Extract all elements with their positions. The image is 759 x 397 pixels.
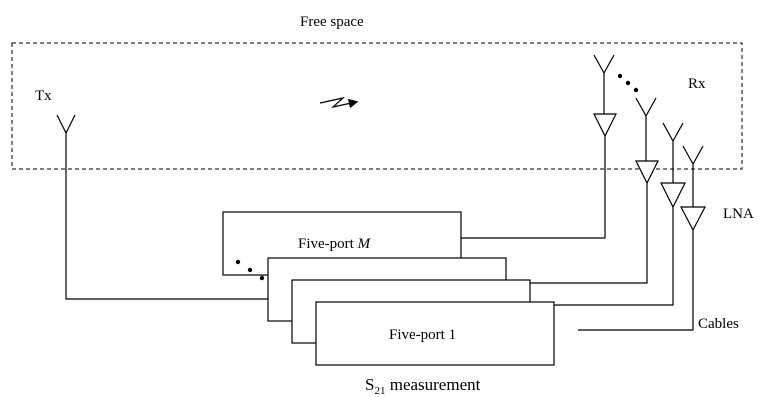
five-port-m-label: Five-port M <box>298 236 372 252</box>
five-port-dots-icon <box>235 259 265 281</box>
s21-measurement-caption: S21 measurement <box>365 375 481 397</box>
rx-chain-m <box>461 54 617 239</box>
five-port-1-label: Five-port 1 <box>389 327 456 343</box>
rx-antenna-2-icon <box>662 122 684 183</box>
tx-label: Tx <box>35 88 52 104</box>
rx-antenna-1-icon <box>682 145 704 207</box>
rx-chain-1 <box>578 145 706 331</box>
cables-label: Cables <box>698 316 739 332</box>
rx-antenna-3-icon <box>635 97 657 161</box>
free-space-label: Free space <box>300 14 364 30</box>
lna-1-amplifier-icon <box>680 206 706 232</box>
lna-label: LNA <box>723 206 754 222</box>
lna-2-amplifier-icon <box>660 182 686 209</box>
lightning-arrow-icon <box>319 96 359 109</box>
rx-chain-2 <box>553 122 686 306</box>
lna-3-amplifier-icon <box>635 160 659 185</box>
rx-label: Rx <box>688 76 706 92</box>
rx-dots-icon <box>617 73 639 93</box>
lna-m-amplifier-icon <box>593 113 617 138</box>
tx-antenna-icon <box>56 114 268 300</box>
rx-antenna-m-icon <box>593 54 615 114</box>
five-port-1-box: Five-port 1 <box>315 301 555 366</box>
rx-chain-3 <box>528 97 659 284</box>
free-space-region <box>11 42 743 170</box>
